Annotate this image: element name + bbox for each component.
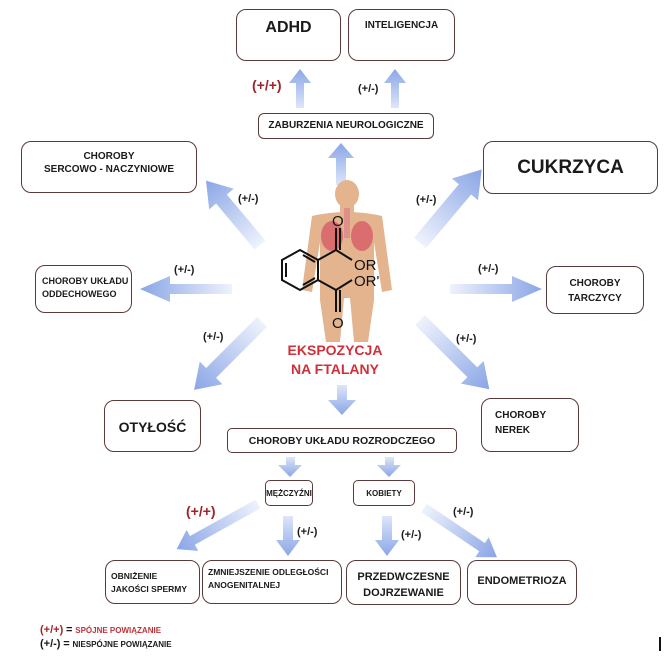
edge-label-cukrzyca: (+/-) bbox=[416, 194, 437, 206]
molecule-or-prime: OR' bbox=[354, 273, 380, 290]
node-zaburzenia-label: ZABURZENIA NEUROLOGICZNE bbox=[268, 120, 424, 131]
center-label-line2: NA FTALANY bbox=[291, 361, 379, 377]
arrow-to-rozrodczy bbox=[328, 385, 356, 415]
node-oddech-line2: ODDECHOWEGO bbox=[42, 289, 117, 299]
node-anogen-line2: ANOGENITALNEJ bbox=[208, 580, 281, 590]
human-body-icon bbox=[302, 180, 392, 342]
node-inteligencja-label: INTELIGENCJA bbox=[364, 20, 439, 31]
node-anogen-line1: ZMNIEJSZENIE ODLEGŁOŚCI bbox=[208, 567, 329, 577]
center-label: EKSPOZYCJA NA FTALANY bbox=[270, 341, 400, 379]
node-sperma-line2: JAKOŚCI SPERMY bbox=[111, 584, 188, 594]
node-nerki: CHOROBY NEREK bbox=[481, 398, 579, 452]
node-dojrz-label: PRZEDWCZESNE DOJRZEWANIE bbox=[347, 569, 460, 601]
node-oddech-label: CHOROBY UKŁADU ODDECHOWEGO bbox=[42, 275, 128, 301]
node-rozrodczy-label: CHOROBY UKŁADU ROZRODCZEGO bbox=[248, 435, 436, 447]
arrow-to-tarczyca bbox=[450, 276, 542, 302]
phthalate-molecule-icon bbox=[281, 228, 353, 312]
node-anogen: ZMNIEJSZENIE ODLEGŁOŚCI ANOGENITALNEJ bbox=[202, 560, 342, 604]
node-mezczyzni: MĘŻCZYŹNI bbox=[265, 480, 313, 506]
node-sperma-line1: OBNIŻENIE bbox=[111, 571, 158, 581]
node-dojrz: PRZEDWCZESNE DOJRZEWANIE bbox=[346, 560, 461, 605]
node-sperma-label: OBNIŻENIE JAKOŚCI SPERMY bbox=[111, 570, 187, 596]
text-cursor-mark bbox=[659, 637, 661, 651]
molecule-or: OR bbox=[354, 257, 377, 274]
legend-consistent-text: SPÓJNE POWIĄZANIE bbox=[75, 626, 162, 635]
edge-label-adhd: (+/+) bbox=[252, 77, 282, 93]
legend-consistent: (+/+) = SPÓJNE POWIĄZANIE bbox=[40, 624, 161, 636]
node-sercowo: CHOROBY SERCOWO - NACZYNIOWE bbox=[21, 141, 197, 193]
arrow-to-mezczyzni bbox=[278, 457, 302, 477]
edge-label-inteligencja: (+/-) bbox=[358, 83, 379, 95]
node-endometrioza-label: ENDOMETRIOZA bbox=[477, 575, 567, 587]
arrow-to-otylosc bbox=[194, 317, 267, 390]
edge-label-sercowo: (+/-) bbox=[238, 193, 259, 205]
node-kobiety: KOBIETY bbox=[353, 480, 415, 506]
molecule-o-top: O bbox=[332, 213, 344, 230]
node-mezczyzni-label: MĘŻCZYŹNI bbox=[266, 489, 312, 498]
arrow-to-sercowo bbox=[206, 180, 266, 250]
molecule-o-bottom: O bbox=[332, 315, 344, 332]
node-rozrodczy: CHOROBY UKŁADU ROZRODCZEGO bbox=[227, 428, 457, 453]
node-dojrz-line1: PRZEDWCZESNE bbox=[357, 571, 450, 583]
node-nerki-label: CHOROBY NEREK bbox=[495, 408, 546, 438]
node-tarczyca-label: CHOROBY TARCZYCY bbox=[547, 276, 643, 306]
arrow-to-endometrioza bbox=[421, 503, 497, 558]
edge-label-nerki: (+/-) bbox=[456, 333, 477, 345]
arrow-to-kobiety bbox=[377, 457, 401, 477]
node-adhd: ADHD bbox=[236, 9, 341, 61]
node-inteligencja: INTELIGENCJA bbox=[348, 9, 455, 61]
arrow-to-cukrzyca bbox=[413, 169, 482, 249]
arrow-to-sperma bbox=[176, 499, 261, 551]
legend-inconsistent-text: NIESPÓJNE POWIĄZANIE bbox=[72, 640, 172, 649]
arrow-to-dojrz bbox=[375, 516, 399, 556]
legend-inconsistent-eq: = bbox=[63, 638, 70, 650]
node-sercowo-line1: CHOROBY bbox=[83, 151, 135, 162]
arrow-to-oddech bbox=[140, 276, 232, 302]
node-tarczyca-line2: TARCZYCY bbox=[568, 293, 622, 304]
node-oddech: CHOROBY UKŁADU ODDECHOWEGO bbox=[35, 265, 132, 313]
edge-label-otylosc: (+/-) bbox=[203, 331, 224, 343]
node-tarczyca: CHOROBY TARCZYCY bbox=[546, 266, 644, 314]
lungs-icon bbox=[321, 208, 373, 251]
legend-consistent-eq: = bbox=[66, 624, 73, 636]
node-dojrz-line2: DOJRZEWANIE bbox=[363, 587, 444, 599]
node-nerki-line2: NEREK bbox=[495, 425, 531, 436]
node-otylosc-label: OTYŁOŚĆ bbox=[118, 419, 187, 435]
edge-label-tarczyca: (+/-) bbox=[478, 263, 499, 275]
arrow-to-inteligencja bbox=[384, 69, 406, 108]
edge-label-sperma: (+/+) bbox=[186, 503, 216, 519]
edge-label-oddech: (+/-) bbox=[174, 264, 195, 276]
node-otylosc: OTYŁOŚĆ bbox=[104, 400, 201, 452]
arrow-to-adhd bbox=[289, 69, 311, 108]
edge-label-anogen: (+/-) bbox=[297, 526, 318, 538]
arrow-to-nerki bbox=[415, 315, 490, 390]
node-tarczyca-line1: CHOROBY bbox=[569, 278, 621, 289]
node-cukrzyca-label: CUKRZYCA bbox=[517, 157, 624, 178]
node-cukrzyca: CUKRZYCA bbox=[483, 141, 658, 194]
node-kobiety-label: KOBIETY bbox=[366, 489, 402, 498]
center-label-line1: EKSPOZYCJA bbox=[287, 342, 383, 358]
legend-consistent-key: (+/+) bbox=[40, 624, 64, 636]
node-adhd-label: ADHD bbox=[265, 19, 312, 36]
legend-inconsistent-key: (+/-) bbox=[40, 638, 61, 650]
edge-label-dojrz: (+/-) bbox=[401, 529, 422, 541]
node-sercowo-line2: SERCOWO - NACZYNIOWE bbox=[44, 164, 174, 175]
center-illustration: O OR OR' O bbox=[281, 180, 392, 342]
node-zaburzenia: ZABURZENIA NEUROLOGICZNE bbox=[258, 113, 434, 139]
node-sercowo-label: CHOROBY SERCOWO - NACZYNIOWE bbox=[22, 150, 196, 176]
node-anogen-label: ZMNIEJSZENIE ODLEGŁOŚCI ANOGENITALNEJ bbox=[208, 566, 328, 592]
edge-label-endometrioza: (+/-) bbox=[453, 506, 474, 518]
node-nerki-line1: CHOROBY bbox=[495, 410, 547, 421]
node-sperma: OBNIŻENIE JAKOŚCI SPERMY bbox=[105, 560, 200, 604]
arrow-to-zaburzenia bbox=[328, 143, 354, 185]
arrow-to-anogen bbox=[276, 516, 300, 556]
legend-inconsistent: (+/-) = NIESPÓJNE POWIĄZANIE bbox=[40, 638, 172, 650]
node-endometrioza: ENDOMETRIOZA bbox=[467, 560, 577, 605]
node-oddech-line1: CHOROBY UKŁADU bbox=[42, 276, 129, 286]
